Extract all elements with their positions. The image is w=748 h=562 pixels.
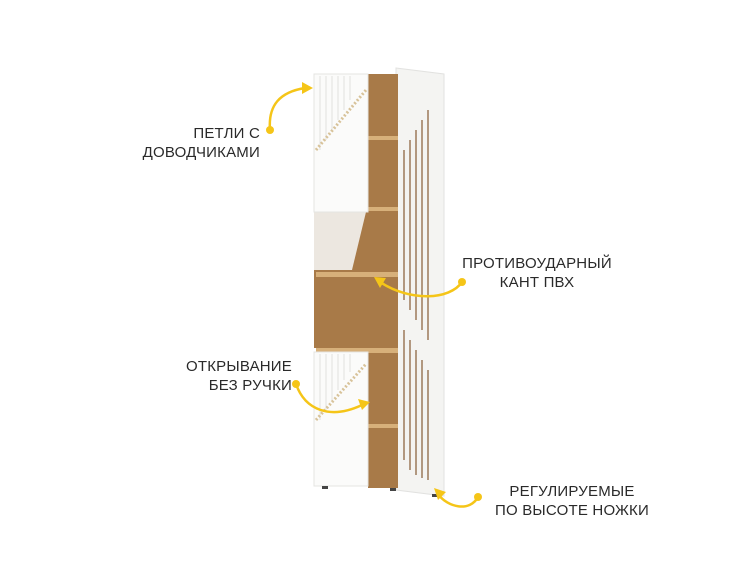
callout-hinges: ПЕТЛИ С ДОВОДЧИКАМИ (142, 125, 260, 161)
callout-legs: РЕГУЛИРУЕМЫЕ ПО ВЫСОТЕ НОЖКИ (495, 483, 649, 519)
bookcase (313, 67, 445, 497)
callout-handleless: ОТКРЫВАНИЕ БЕЗ РУЧКИ (186, 358, 292, 394)
callout-edge: ПРОТИВОУДАРНЫЙ КАНТ ПВХ (462, 255, 612, 291)
